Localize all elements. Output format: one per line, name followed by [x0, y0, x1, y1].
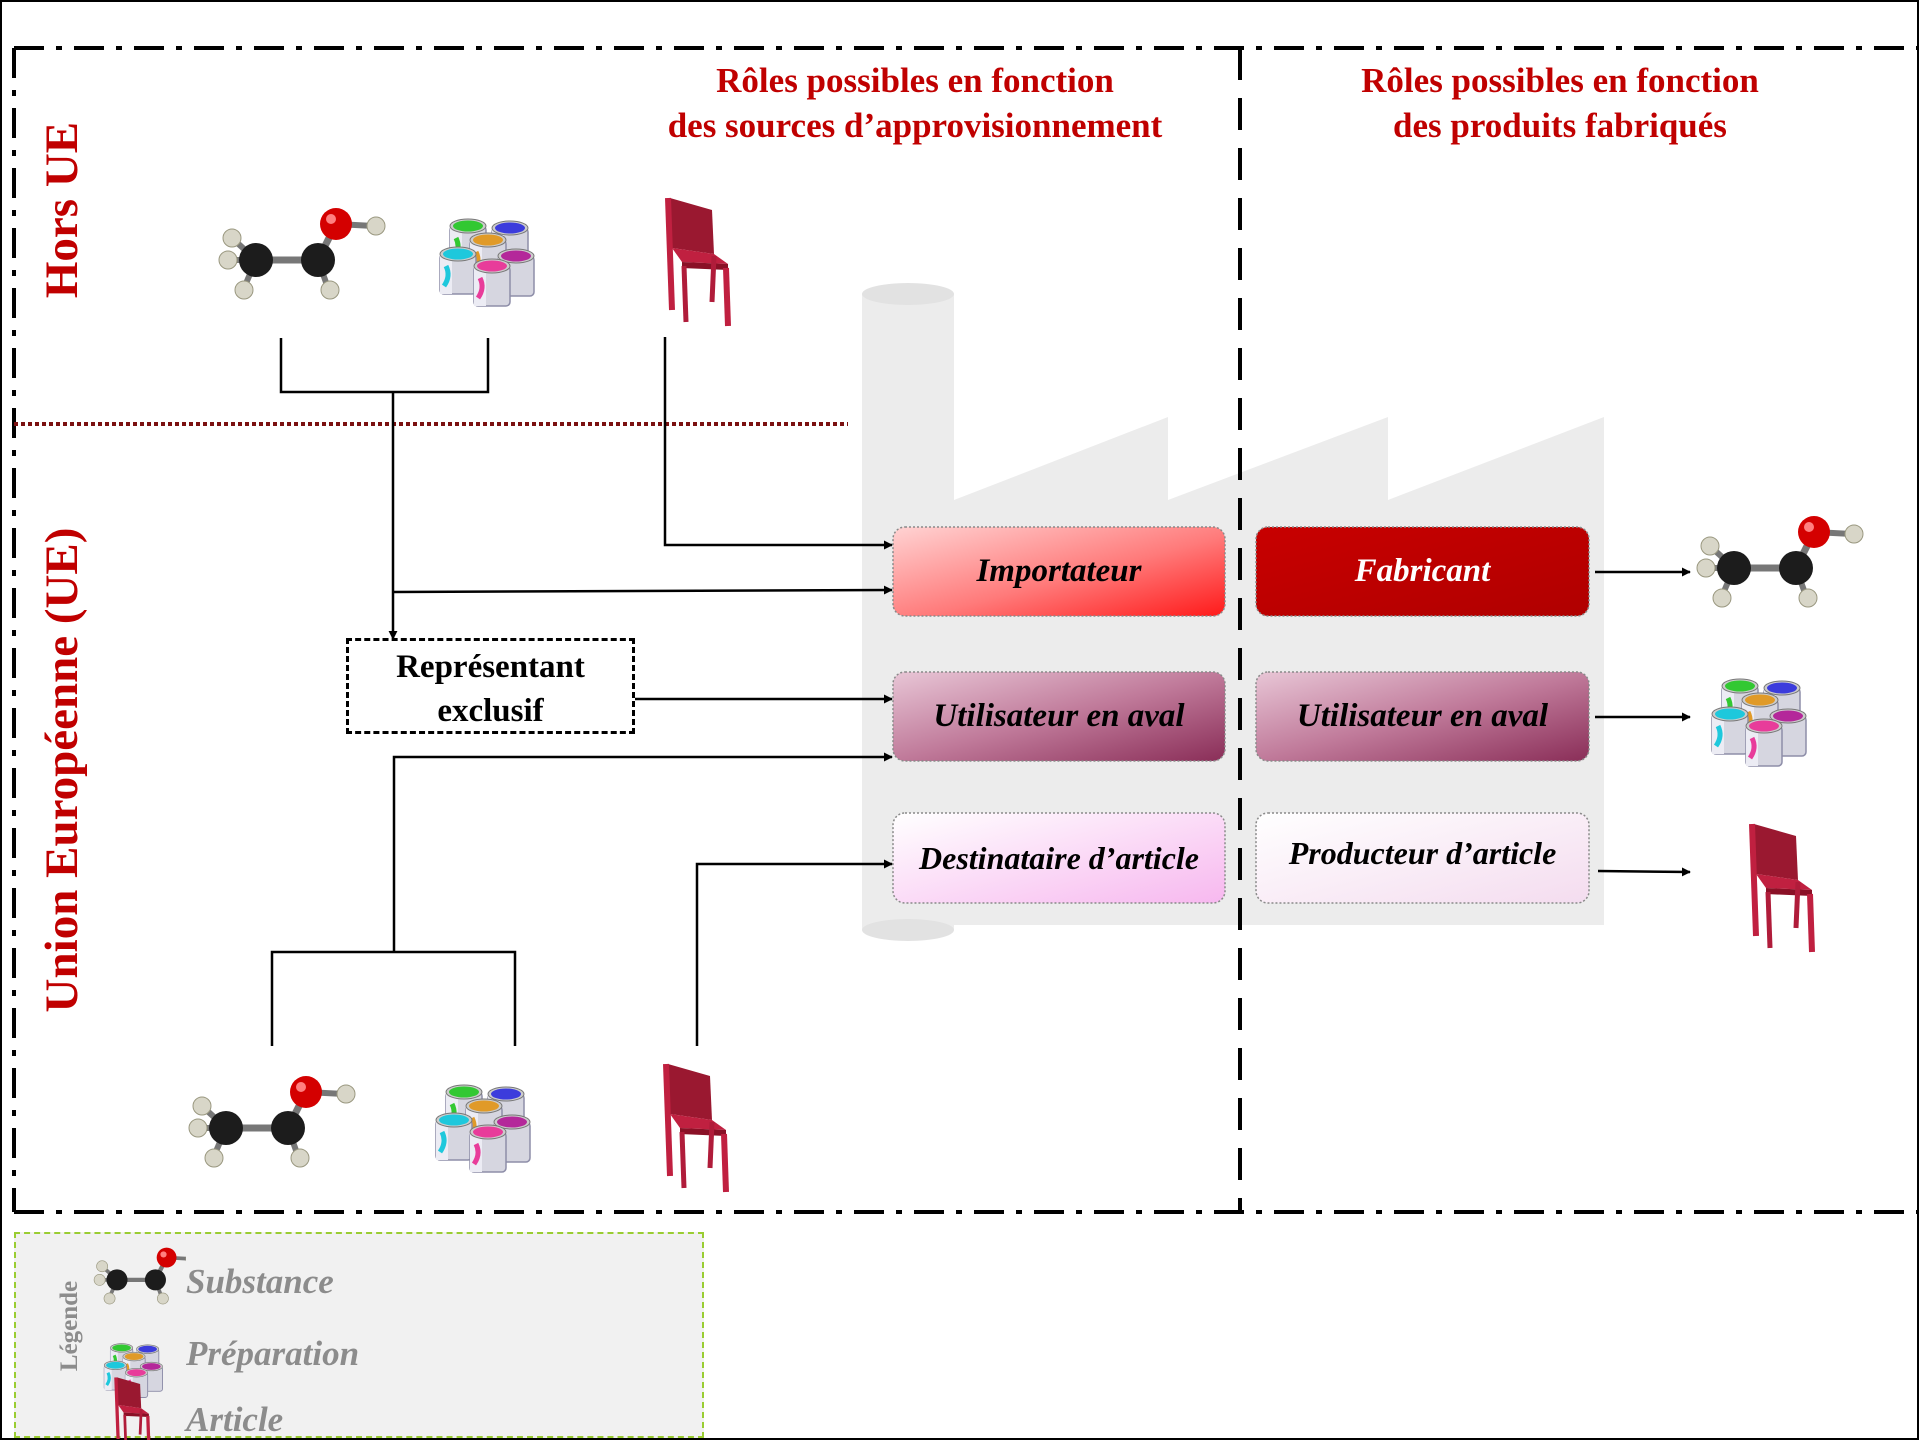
representant-line-1: Représentant — [396, 649, 585, 685]
role-utilisateur-left-label: Utilisateur en aval — [933, 698, 1185, 734]
importateur-box-bg — [892, 526, 1226, 617]
utilisateur-left-box-bg — [892, 671, 1226, 762]
legend-item-article: Article — [186, 1400, 284, 1439]
chair-icon — [668, 198, 728, 326]
chair-icon — [1752, 824, 1812, 952]
legend-item-substance: Substance — [186, 1262, 334, 1301]
arrow-eu-to-utilisateur — [392, 752, 893, 952]
role-producteur: Producteur d’article — [1256, 808, 1589, 898]
arrow-producteur-out — [1597, 867, 1691, 877]
arrow-eu-article-to-destinataire — [695, 859, 893, 1046]
arrow-to-importateur-from-substance — [392, 585, 893, 595]
header-products: Rôles possibles en fonction des produits… — [1260, 58, 1860, 148]
role-destinataire: Destinataire d’article — [885, 813, 1233, 903]
region-outside-eu-label: Hors UE — [36, 121, 88, 299]
bottom-bracket — [270, 950, 517, 1046]
chair-icon — [666, 1064, 726, 1192]
role-importateur-label: Importateur — [976, 553, 1142, 589]
legend-box: Légende Substance Préparation Article — [14, 1232, 704, 1440]
role-destinataire-label: Destinataire d’article — [919, 839, 1199, 876]
header-sources: Rôles possibles en fonction des sources … — [620, 58, 1210, 148]
header-products-line-1: Rôles possibles en fonction — [1361, 61, 1759, 100]
role-producteur-label: Producteur d’article — [1288, 834, 1557, 871]
region-eu-label: Union Européenne (UE) — [36, 527, 88, 1013]
header-products-line-2: des produits fabriqués — [1393, 106, 1727, 145]
representant-line-2: exclusif — [437, 693, 544, 729]
paint-cans-icon — [436, 1085, 530, 1172]
top-bracket — [279, 338, 490, 394]
legend-item-preparation: Préparation — [186, 1334, 360, 1373]
producteur-box-bg — [1255, 812, 1590, 904]
role-importateur: Importateur — [893, 527, 1225, 616]
molecule-icon — [189, 1076, 355, 1167]
header-sources-line-2: des sources d’approvisionnement — [667, 106, 1163, 145]
paint-cans-icon — [1712, 679, 1806, 766]
legend-title: Légende — [56, 1280, 83, 1372]
role-utilisateur-right: Utilisateur en aval — [1256, 672, 1589, 761]
role-utilisateur-left: Utilisateur en aval — [893, 672, 1225, 761]
role-utilisateur-right-label: Utilisateur en aval — [1296, 698, 1549, 734]
molecule-icon — [94, 1248, 186, 1304]
connector-lines — [270, 337, 1691, 1046]
arrow-article-to-importateur — [663, 337, 893, 550]
header-sources-line-1: Rôles possibles en fonction — [716, 61, 1114, 100]
representant-exclusif-box: Représentant exclusif — [346, 638, 635, 734]
molecule-icon — [219, 208, 385, 299]
legend-icons — [86, 1234, 186, 1440]
destinataire-box-bg — [892, 812, 1226, 904]
fabricant-box-bg — [1255, 526, 1590, 617]
utilisateur-right-box-bg — [1255, 671, 1590, 762]
molecule-icon — [1697, 516, 1863, 607]
paint-cans-icon — [440, 219, 534, 306]
role-fabricant-label: Fabricant — [1354, 553, 1491, 589]
role-fabricant: Fabricant — [1256, 527, 1589, 616]
